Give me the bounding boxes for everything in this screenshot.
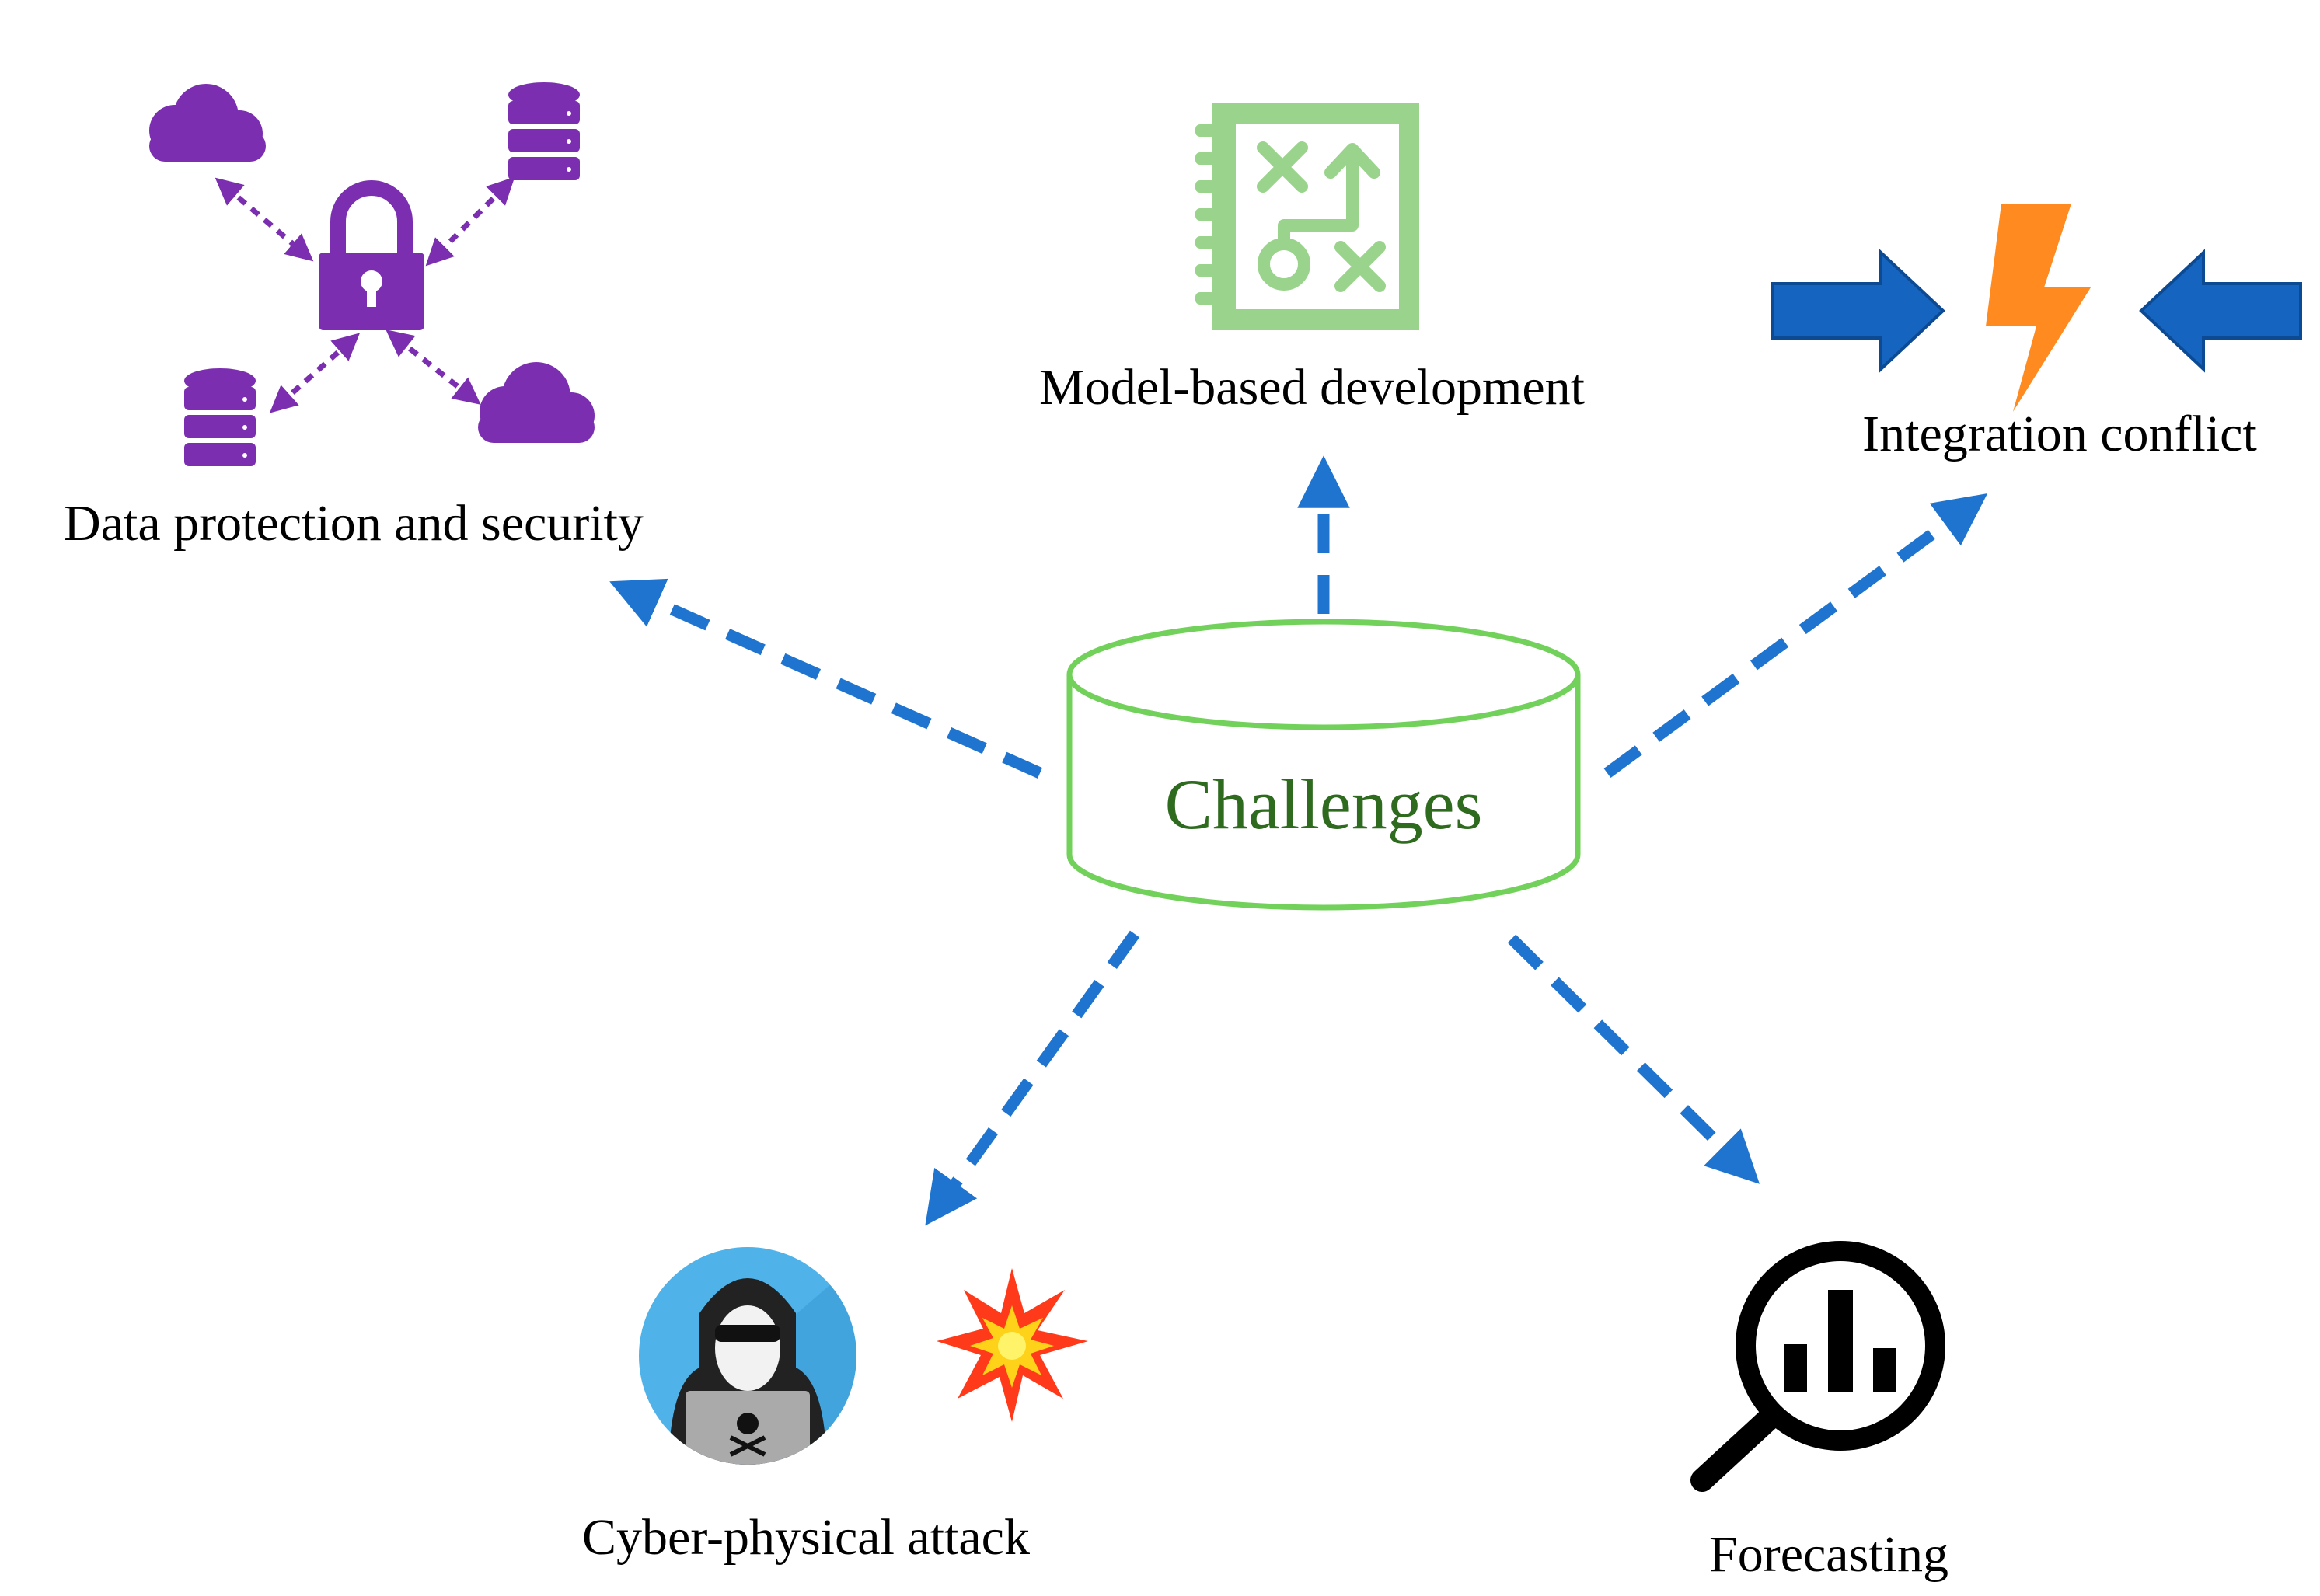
cloud-icon [149, 84, 266, 162]
arrow-left-icon [2139, 249, 2302, 373]
padlock-icon [319, 180, 424, 330]
challenges-cylinder: Challenges [1066, 619, 1581, 911]
forecasting-label: Forecasting [1709, 1526, 1948, 1583]
cyber-attack-label: Cyber-physical attack [582, 1509, 1030, 1566]
forecasting-node: Forecasting [1690, 1241, 1948, 1583]
arrow-to-integration [1603, 493, 1988, 779]
hacker-icon [639, 1247, 856, 1465]
data-protection-label: Data protection and security [64, 495, 644, 552]
model-based-label: Model-based development [1039, 359, 1585, 416]
lock-network-icon [149, 82, 595, 466]
database-icon [508, 82, 580, 180]
cyber-attack-node: Cyber-physical attack [582, 1247, 1088, 1566]
arrow-to-data-protection [609, 578, 1043, 779]
arrow-to-cyber-attack [925, 930, 1140, 1226]
cloud-icon [478, 362, 595, 443]
data-protection-node: Data protection and security [64, 82, 644, 552]
magnifier-chart-icon [1690, 1241, 1945, 1492]
strategy-board-icon [1195, 103, 1419, 330]
integration-label: Integration conflict [1862, 406, 2257, 462]
arrow-to-forecasting [1507, 934, 1760, 1184]
explosion-icon [937, 1268, 1088, 1422]
integration-node: Integration conflict [1771, 204, 2302, 462]
lightning-icon [1986, 204, 2091, 412]
arrow-right-icon [1771, 249, 1945, 373]
model-based-node: Model-based development [1039, 103, 1585, 416]
bar-chart-icon [1784, 1290, 1896, 1392]
center-label: Challenges [1165, 765, 1483, 844]
database-icon [184, 368, 256, 466]
connector-arrows [609, 455, 1988, 1226]
lightning-conflict-icon [1771, 204, 2302, 412]
